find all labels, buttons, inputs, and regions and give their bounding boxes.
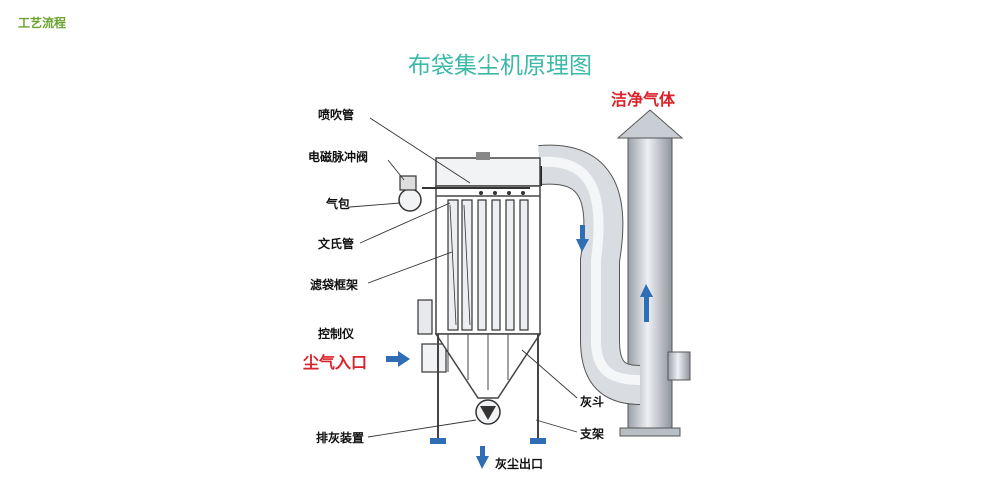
label-dust-inlet: 尘气入口 xyxy=(303,353,368,372)
filter-housing xyxy=(398,152,546,444)
label-spray-pipe: 喷吹管 xyxy=(318,108,355,122)
label-clean-gas: 洁净气体 xyxy=(611,90,676,109)
leader-lines xyxy=(349,117,578,438)
diagram-title: 布袋集尘机原理图 xyxy=(408,53,592,79)
flow-arrows xyxy=(386,225,653,469)
outlet-duct xyxy=(530,144,641,405)
label-venturi: 文氏管 xyxy=(318,237,355,251)
label-dust-outlet: 灰尘出口 xyxy=(495,457,544,471)
label-filter-frame: 滤袋框架 xyxy=(310,278,359,292)
label-support: 支架 xyxy=(580,427,605,441)
label-controller: 控制仪 xyxy=(318,327,355,341)
label-ash-hopper: 灰斗 xyxy=(580,395,605,409)
label-air-bag: 气包 xyxy=(326,197,351,211)
label-pulse-valve: 电磁脉冲阀 xyxy=(308,150,369,164)
section-title: 工艺流程 xyxy=(18,16,67,30)
label-discharge: 排灰装置 xyxy=(316,431,365,445)
